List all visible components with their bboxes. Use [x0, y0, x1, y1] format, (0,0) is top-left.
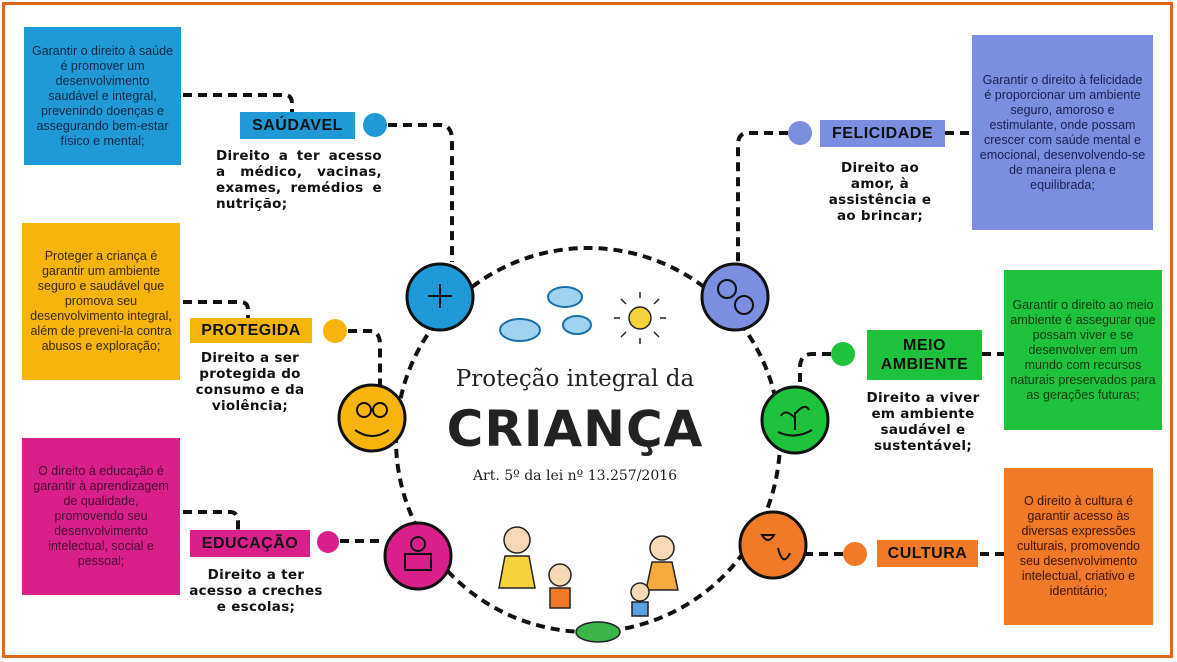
- educacao-dot: [317, 531, 339, 553]
- connector-meio-icon: [798, 352, 831, 388]
- connector-educacao-box: [183, 510, 240, 530]
- children-illustration: [498, 526, 679, 643]
- felicidade-label: FELICIDADE: [820, 120, 945, 147]
- sun-icon: [614, 292, 666, 344]
- theater-music-icon: [738, 510, 808, 580]
- educacao-label: EDUCAÇÃO: [190, 530, 310, 557]
- saude-label: SAÚDAVEL: [240, 112, 355, 139]
- reading-child-icon: [383, 521, 453, 591]
- protegida-description: Direito a ser protegida do consumo e da …: [195, 350, 305, 414]
- title-subtitle: Art. 5º da lei nº 13.257/2016: [472, 468, 678, 484]
- connector-saude-icon: [388, 123, 454, 262]
- happy-children-icon: [700, 262, 770, 332]
- protegida-label: PROTEGIDA: [190, 318, 312, 343]
- felicidade-description: Direito ao amor, à assistência e ao brin…: [828, 160, 932, 224]
- educacao-detail-box: O direito à educação é garantir à aprend…: [22, 438, 180, 595]
- cultura-detail-box: O direito à cultura é garantir acesso às…: [1004, 468, 1153, 625]
- clouds-icon: [499, 286, 592, 342]
- title-line1: Proteção integral da: [455, 366, 695, 392]
- meio-ambiente-label: MEIO AMBIENTE: [867, 330, 982, 380]
- connector-protegida-box: [183, 300, 250, 318]
- protegida-detail-box: Proteger a criança é garantir um ambient…: [22, 223, 180, 380]
- meio-ambiente-detail-box: Garantir o direito ao meio ambiente é as…: [1004, 270, 1162, 430]
- connector-felicidade-icon: [736, 131, 788, 262]
- title-main: CRIANÇA: [446, 400, 704, 458]
- saude-detail-box: Garantir o direito à saúde é promover um…: [24, 27, 181, 165]
- educacao-description: Direito a ter acesso a creches e escolas…: [189, 567, 323, 615]
- felicidade-dot: [788, 121, 812, 145]
- connector-protegida-icon: [348, 329, 382, 385]
- connector-saude-box: [183, 93, 294, 112]
- protegida-dot: [323, 319, 347, 343]
- felicidade-detail-box: Garantir o direito à felicidade é propor…: [972, 35, 1153, 230]
- saude-dot: [363, 113, 387, 137]
- cultura-dot: [843, 542, 867, 566]
- protected-children-icon: [337, 383, 407, 453]
- cultura-label: CULTURA: [877, 540, 978, 567]
- meio-ambiente-dot: [831, 342, 855, 366]
- meio-ambiente-description: Direito a viver em ambiente saudável e s…: [866, 390, 980, 454]
- saude-description: Direito a ter acesso a médico, vacinas, …: [216, 148, 382, 212]
